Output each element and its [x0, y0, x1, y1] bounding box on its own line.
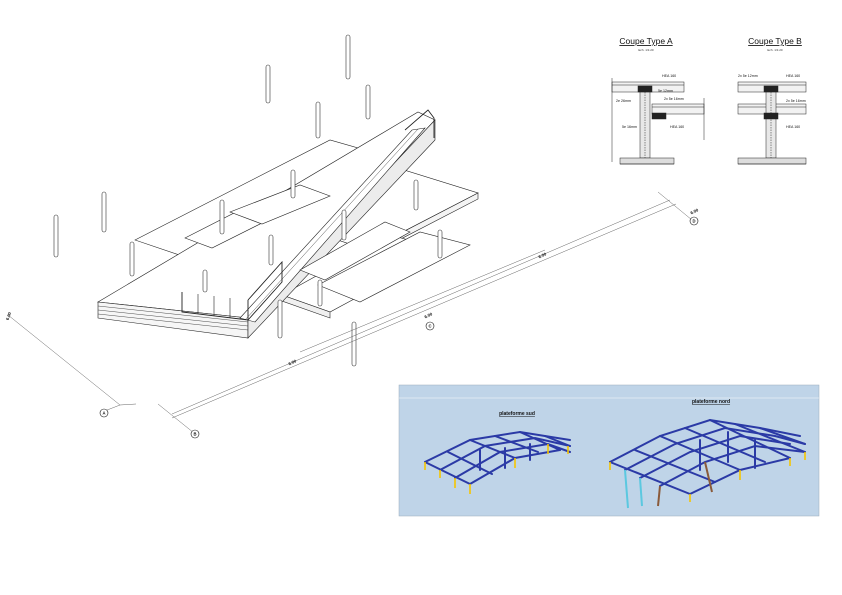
section-b-label: HEA 160: [786, 125, 800, 129]
section-a-label: 2x 5e 16mm: [664, 97, 684, 101]
axis-marker: A: [99, 408, 109, 418]
columns: [53, 34, 443, 367]
axis-markers: A B C D: [99, 216, 699, 439]
svg-text:C: C: [428, 324, 431, 329]
section-b-title: Coupe Type B: [748, 36, 802, 46]
section-a-label: 2e 26mm: [616, 99, 631, 103]
section-type-b: Coupe Type B Ech. 1/1:20 2x 5e 12mm HEA …: [737, 36, 807, 165]
axis-marker: B: [190, 429, 200, 439]
deck-right-ramp: [317, 231, 471, 303]
section-a-label: HEA 160: [670, 125, 684, 129]
frame-model-sud: [424, 430, 571, 485]
model-background: [398, 384, 820, 517]
section-b-label: 2x 5e 16mm: [786, 99, 806, 103]
axis-marker: C: [425, 321, 435, 331]
section-a-label: HEA 160: [662, 74, 676, 78]
dimension-labels: 6.00 6.00 6.00 6.00 6.00: [5, 207, 700, 366]
svg-text:A: A: [102, 411, 105, 416]
section-a-label: 5e 12mm: [658, 89, 673, 93]
ramp: [239, 127, 426, 323]
section-b-label: HEA 160: [786, 74, 800, 78]
dimension-label: 6.00: [538, 251, 548, 259]
section-b-label: 2x 5e 12mm: [738, 74, 758, 78]
dimension-label: 6.00: [288, 358, 298, 366]
section-a-scale: Ech. 1/1:20: [638, 48, 654, 52]
section-b-scale: Ech. 1/1:20: [767, 48, 783, 52]
railing-side: [247, 260, 283, 321]
section-a-label: 5e 16mm: [622, 125, 637, 129]
grid-lines: [7, 191, 693, 434]
section-a-title: Coupe Type A: [619, 36, 673, 46]
railing-front: [181, 292, 249, 321]
structural-model-panel: plateforme sud plateforme nord: [398, 384, 820, 517]
plateforme-sud-label: plateforme sud: [499, 411, 535, 417]
dimension-label: 6.00: [424, 311, 434, 319]
svg-text:B: B: [193, 432, 196, 437]
plateforme-nord-label: plateforme nord: [692, 399, 730, 405]
frame-model-nord: [609, 418, 806, 495]
svg-text:D: D: [692, 219, 695, 224]
axonometric-building: [97, 109, 479, 339]
section-type-a: Coupe Type A Ech. 1/1:20 HEA 160 5e 12mm…: [611, 36, 705, 165]
dimension-label: 6.00: [5, 311, 13, 321]
axis-marker: D: [689, 216, 699, 226]
dimension-label: 6.00: [690, 207, 700, 215]
